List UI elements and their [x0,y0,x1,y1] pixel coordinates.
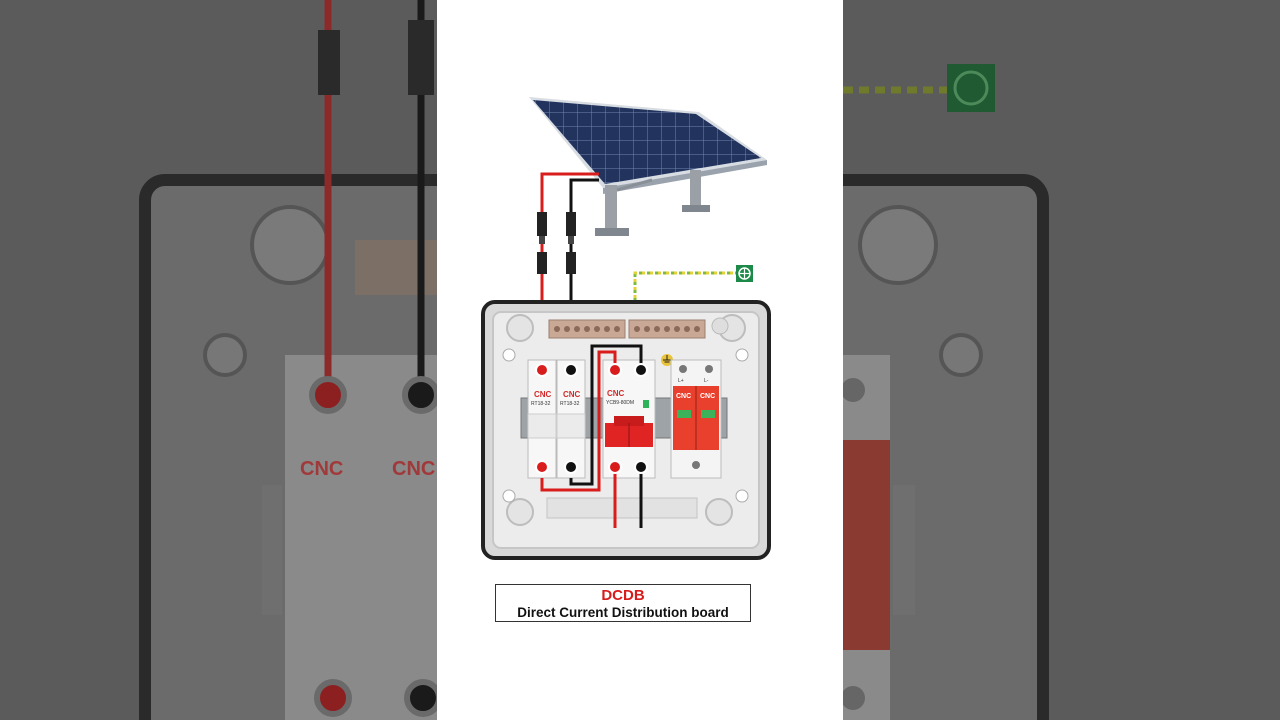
mcb-model: YCB9-80DM [606,400,634,406]
spd-brand-left: CNC [676,393,691,400]
spd-brand-right: CNC [700,393,715,400]
diagram-caption: DCDB Direct Current Distribution board [495,584,751,622]
fuse-brand-negative: CNC [563,390,581,399]
ground-symbol-icon [661,354,673,366]
earth-icon [736,265,753,282]
mc4-connector-negative [566,212,576,274]
spd-pole-right: L- [704,378,709,384]
caption-title: DCDB [601,587,645,604]
terminal-bar-left [548,319,626,339]
mc4-connector-positive [537,212,547,274]
svg-text:CNC: CNC [300,458,343,480]
wire-fuse-to-mcb-negative [569,344,643,486]
wire-fuse-to-mcb-positive [540,350,617,492]
svg-text:CNC: CNC [392,458,435,480]
caption-subtitle: Direct Current Distribution board [517,605,729,620]
fuse-brand-positive: CNC [534,390,552,399]
spd-pole-left: L+ [678,378,684,384]
dc-mcb [602,359,656,479]
terminal-points [535,363,648,474]
fuse-holder-positive [527,359,557,479]
terminal-bar-right [628,319,706,339]
fuse-model-negative: RT18-32 [560,401,580,407]
dcdb-wiring-diagram: CNC CNC RT18-32 RT18-32 CNC YCB9-80DM [437,0,843,720]
solar-panel [529,97,767,236]
background-zoom-left: CNC CNC [0,0,437,720]
surge-protection-device [670,359,722,479]
mcb-brand: CNC [607,389,625,398]
background-zoom-right [843,0,1280,720]
fuse-model-positive: RT18-32 [531,401,551,407]
fuse-holder-negative [556,359,586,479]
